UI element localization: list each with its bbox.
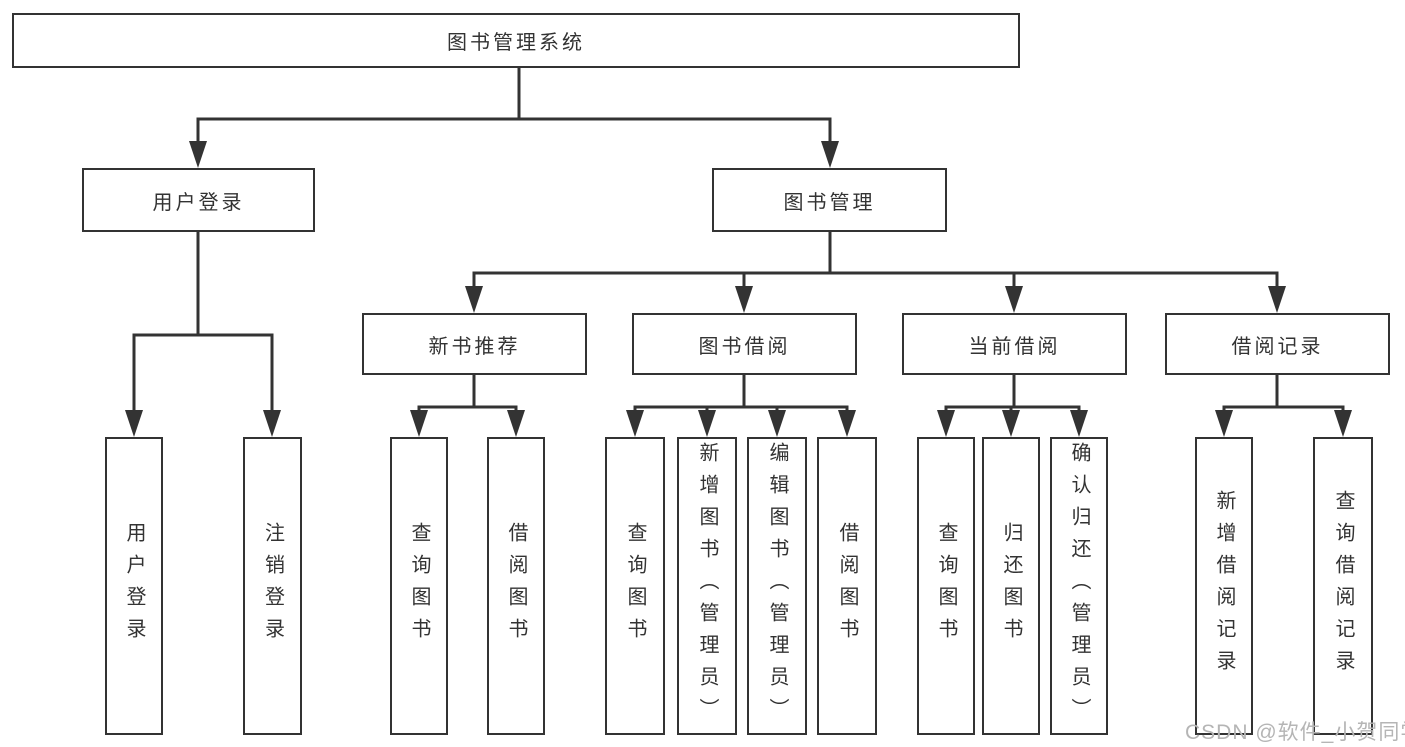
- node-logout-action: 注销登录: [243, 437, 302, 735]
- node-current-return-books: 归还图书: [982, 437, 1040, 735]
- node-current-borrow: 当前借阅: [902, 313, 1127, 375]
- node-current-query-books: 查询图书: [917, 437, 975, 735]
- csdn-watermark: CSDN @软件_小贺同学: [1185, 721, 1405, 744]
- node-book-management: 图书管理: [712, 168, 947, 232]
- node-current-confirm-return-admin: 确认归还（管理员）: [1050, 437, 1108, 735]
- node-root: 图书管理系统: [12, 13, 1020, 68]
- connector-spines: [132, 66, 1345, 416]
- node-records-query-record: 查询借阅记录: [1313, 437, 1373, 735]
- node-new-book-recommend: 新书推荐: [362, 313, 587, 375]
- node-borrow-add-books-admin: 新增图书（管理员）: [677, 437, 737, 735]
- node-user-login: 用户登录: [82, 168, 315, 232]
- node-borrow-query-books: 查询图书: [605, 437, 665, 735]
- arrowhead-icons: [125, 141, 1352, 437]
- node-borrow-borrow-books: 借阅图书: [817, 437, 877, 735]
- node-borrow-edit-books-admin: 编辑图书（管理员）: [747, 437, 807, 735]
- node-book-borrow: 图书借阅: [632, 313, 857, 375]
- node-user-login-action: 用户登录: [105, 437, 163, 735]
- node-recommend-borrow-books: 借阅图书: [487, 437, 545, 735]
- node-borrow-records: 借阅记录: [1165, 313, 1390, 375]
- node-records-add-record: 新增借阅记录: [1195, 437, 1253, 735]
- node-recommend-query-books: 查询图书: [390, 437, 448, 735]
